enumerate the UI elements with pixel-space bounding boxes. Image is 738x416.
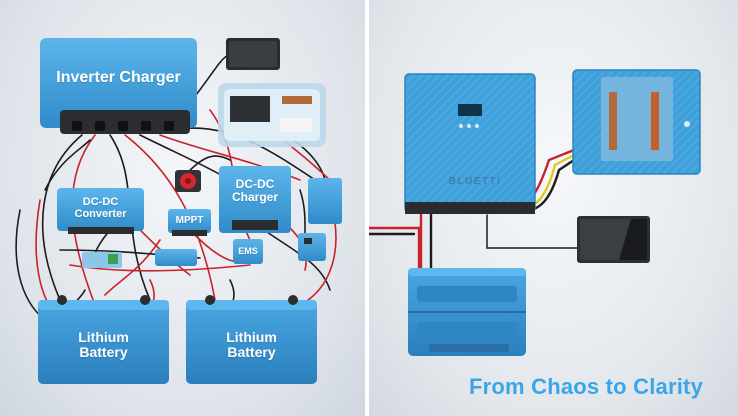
organized-cables: [369, 148, 578, 272]
inverter-charger-device: [40, 38, 197, 134]
lithium-battery-2-label: Lithium Battery: [226, 329, 277, 361]
bluetti-inverter: [404, 73, 536, 214]
chaos-scene: Inverter Charger DC-DC Converter MPPT DC…: [0, 0, 365, 416]
ems-device: [233, 239, 263, 264]
clarity-illustration: [369, 69, 701, 356]
ems-label: EMS: [238, 246, 258, 256]
remote-display: [226, 38, 280, 70]
dc-dc-converter-device: [57, 188, 144, 234]
dc-dc-converter-label: DC-DC Converter: [74, 196, 127, 221]
panel-divider: [365, 0, 369, 416]
lithium-battery-2: [186, 295, 317, 384]
fuse-box: [218, 83, 326, 147]
battery-switch: [175, 170, 201, 192]
chaos-illustration: [15, 38, 342, 384]
shunt-monitor: [308, 178, 342, 224]
tagline: From Chaos to Clarity: [469, 374, 704, 399]
relay-module: [298, 233, 326, 261]
dc-dc-charger-device: [219, 166, 291, 233]
mppt-label: MPPT: [175, 215, 204, 226]
busbar-module: [82, 249, 197, 268]
inverter-charger-label: Inverter Charger: [56, 69, 181, 86]
clarity-scene: [369, 0, 738, 416]
stacked-battery: [408, 268, 526, 356]
display-screen: [577, 216, 650, 263]
brand-label: BLUETTI: [448, 176, 502, 187]
mppt-device: [168, 209, 211, 236]
dc-dc-charger-label: DC-DC Charger: [231, 177, 278, 205]
control-panel: [572, 69, 701, 175]
lithium-battery-1: [38, 295, 169, 384]
lithium-battery-1-label: Lithium Battery: [78, 329, 129, 361]
